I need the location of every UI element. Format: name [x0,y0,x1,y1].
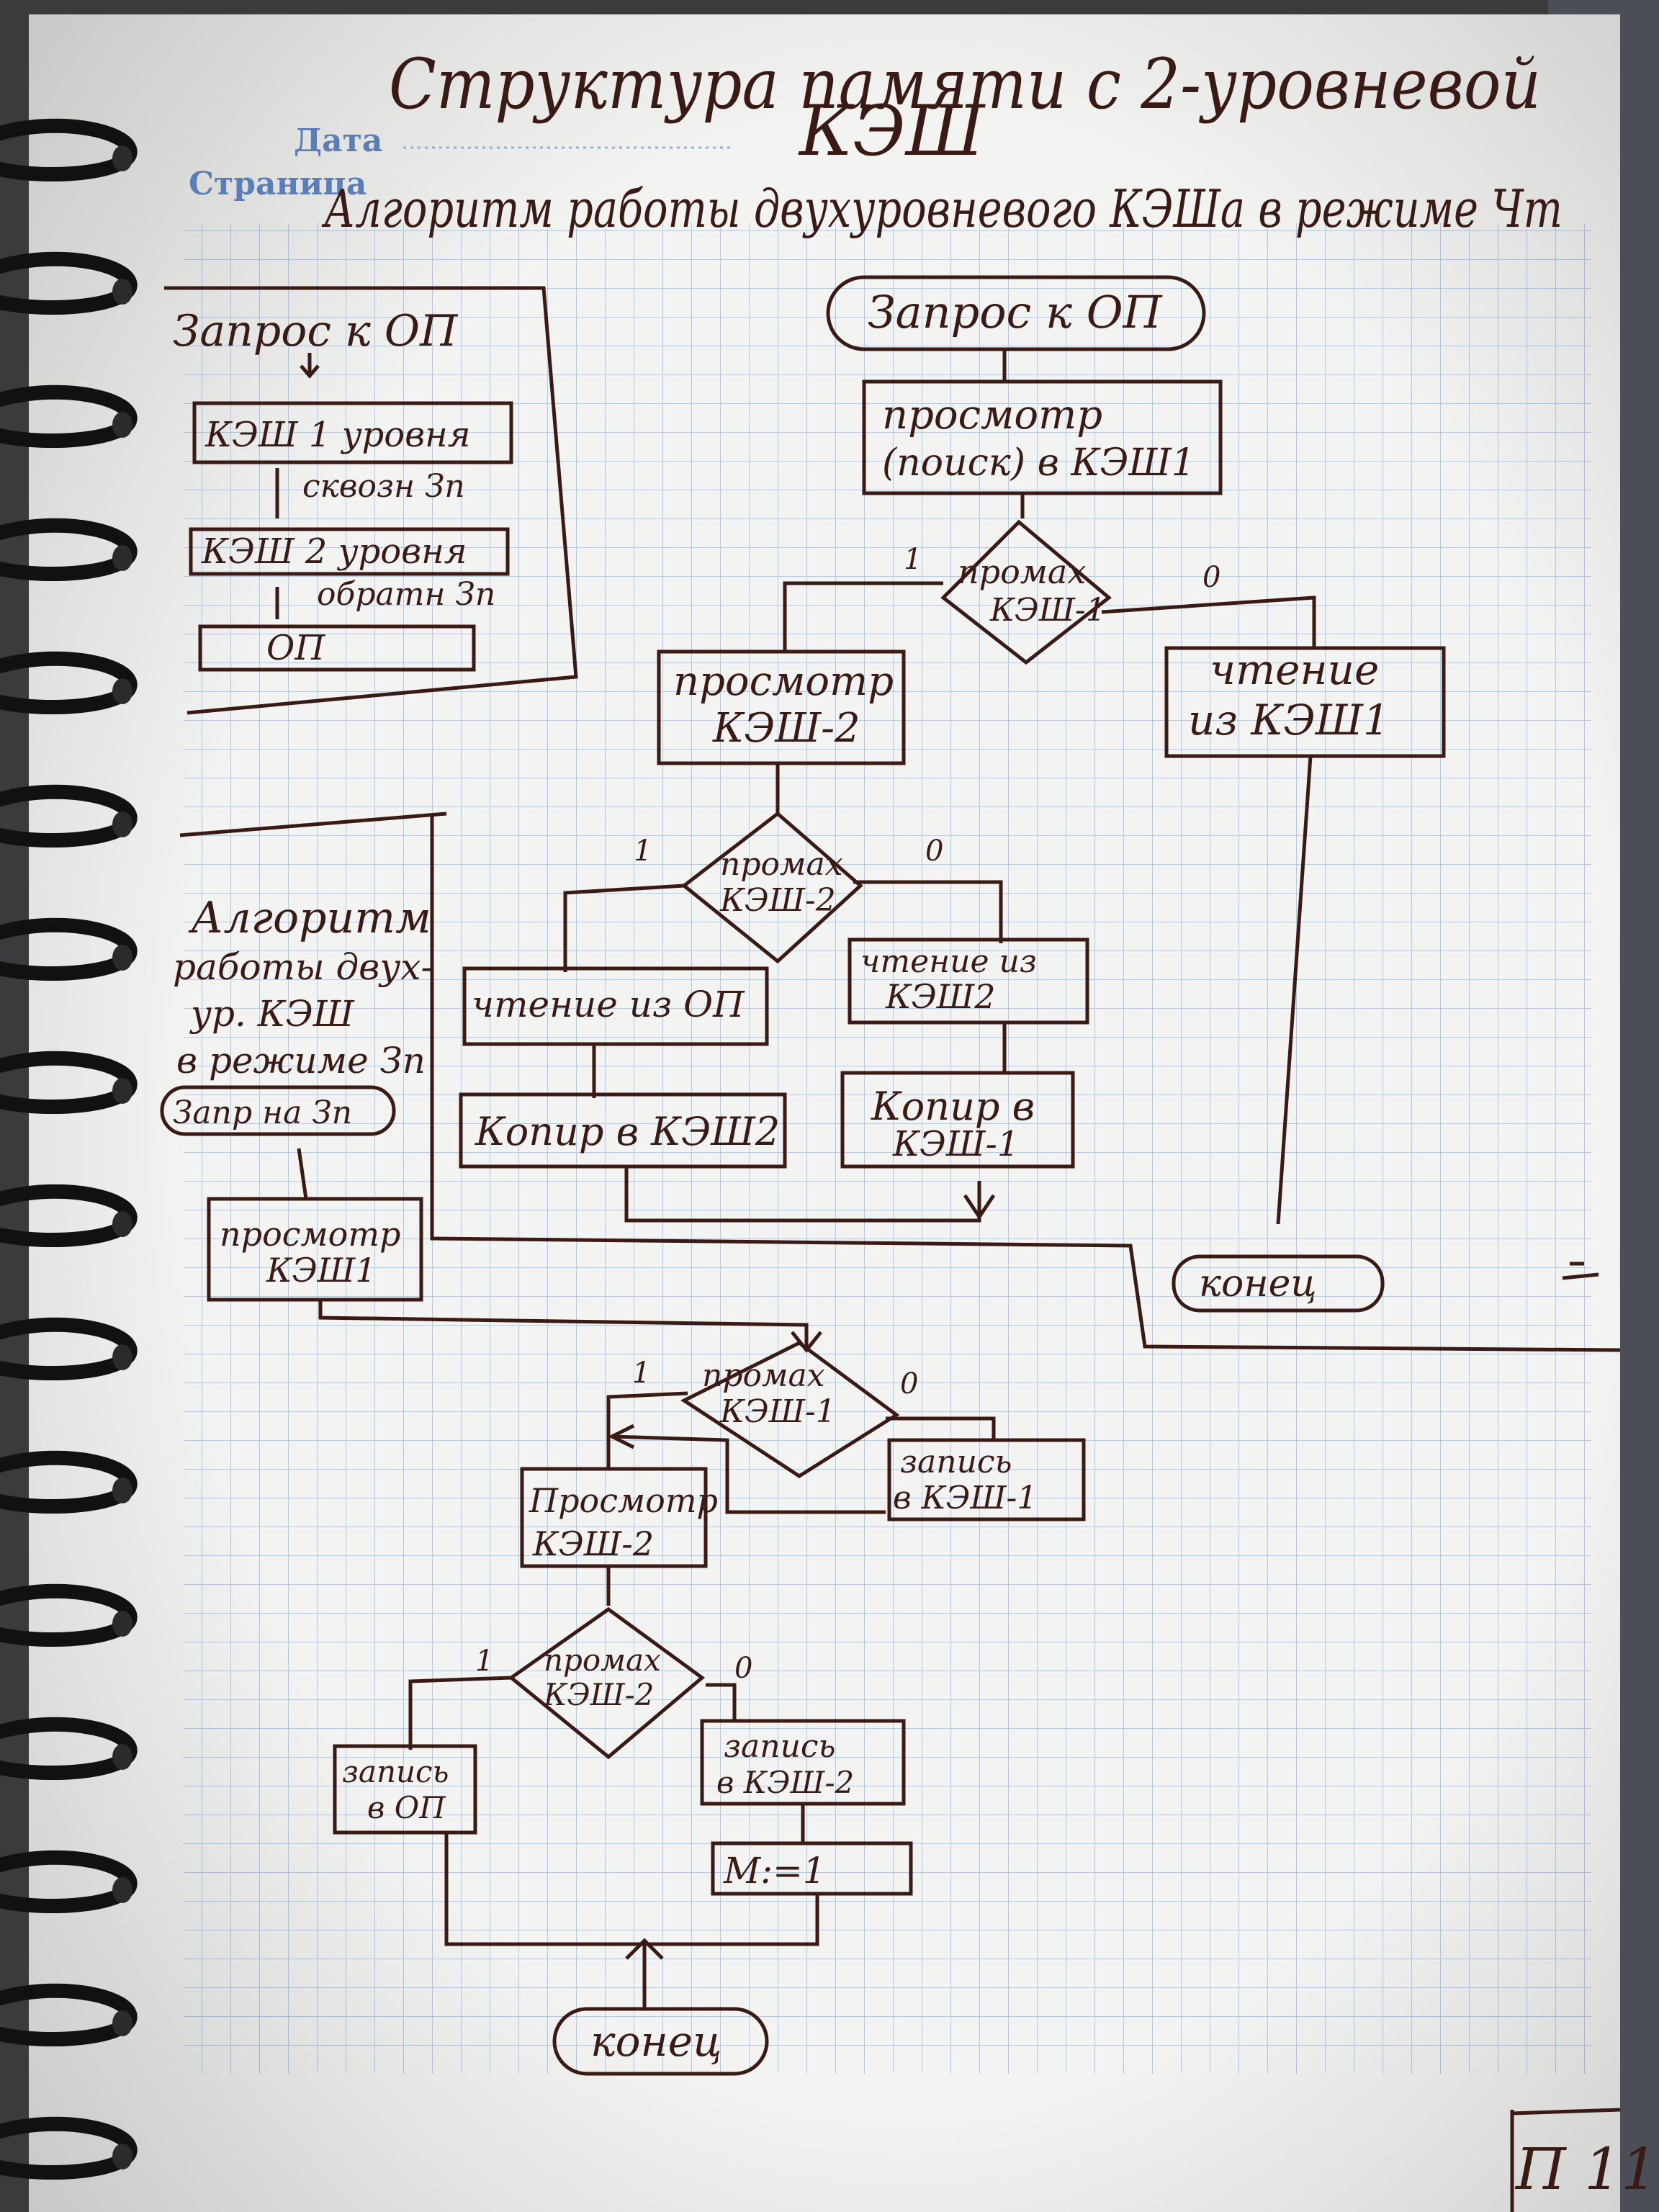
binding-hole [112,412,132,438]
write-label-0b: 0 [734,1652,752,1685]
write-cache1-b: в КЭШ-1 [893,1480,1037,1516]
read-copy1-b: КЭШ-1 [892,1124,1019,1164]
read-copy2: Копир в КЭШ2 [475,1109,780,1154]
memstruct-link1: сквозн Зп [302,468,465,505]
read-view1-a: просмотр [882,392,1102,439]
read-cache1-b: из КЭШ1 [1188,696,1390,745]
write-caption-2: работы двух- [173,946,433,988]
binding-hole [112,2010,132,2036]
read-miss1-b: КЭШ-1 [989,592,1106,629]
binding-hole [112,1211,132,1237]
write-miss2-a: промах [544,1642,661,1678]
write-miss2-b: КЭШ-2 [543,1677,654,1712]
memstruct-request: Запрос к ОП [173,306,459,356]
binding-hole [112,1078,132,1104]
read-view2-a: просмотр [673,658,894,705]
write-ram-b: в ОП [367,1790,446,1825]
binding-hole [112,811,132,837]
write-view1-a: просмотр [220,1215,400,1254]
write-miss1-a: промах [702,1357,825,1394]
read-view1-b: (поиск) в КЭШ1 [882,441,1195,485]
binding-hole [112,145,132,171]
write-cache2-a: запись [724,1728,836,1765]
read-ram: чтение из ОП [472,984,745,1025]
binding-hole [112,1611,132,1637]
binding-hole [112,1877,132,1903]
write-label-1b: 1 [475,1645,493,1678]
memstruct-link2: обратн Зп [317,576,495,613]
read-copy1-a: Копир в [871,1084,1035,1129]
read-cache2-a: чтение из [860,943,1037,980]
page-number: П 11 [1514,2136,1658,2203]
write-view2-a: Просмотр [529,1481,718,1520]
memstruct-level2: КЭШ 2 уровня [201,531,467,572]
write-cache2-b: в КЭШ-2 [716,1765,854,1800]
binding-hole [112,945,132,971]
write-caption-3: ур. КЭШ [189,993,355,1035]
write-assign: M:=1 [723,1850,826,1892]
write-ram-a: запись [342,1754,449,1789]
read-cache1-a: чтение [1210,645,1379,694]
write-start: Запр на Зп [173,1094,352,1131]
read-label-0b: 0 [925,835,943,868]
memstruct-ram: ОП [266,628,325,668]
read-label-1a: 1 [904,543,922,576]
binding-hole [112,545,132,571]
write-view2-b: КЭШ-2 [532,1524,654,1563]
read-label-1b: 1 [634,835,652,868]
read-miss1-a: промах [958,552,1086,591]
date-label: Дата [294,122,382,159]
binding-hole [112,1744,132,1770]
read-miss2-a: промах [720,846,843,883]
subtitle: Алгоритм работы двухуровневого КЭШа в ре… [321,179,1563,239]
read-start: Запрос к ОП [868,286,1164,338]
read-view2-b: КЭШ-2 [712,705,860,752]
write-view1-b: КЭШ1 [266,1251,377,1290]
write-caption-1: Алгоритм [188,893,431,943]
binding-hole [112,279,132,305]
read-cache2-b: КЭШ2 [885,977,996,1016]
write-caption-4: в режиме Зп [176,1040,426,1082]
memstruct-level1: КЭШ 1 уровня [204,415,471,455]
read-end: конец [1199,1262,1317,1305]
binding-hole [112,678,132,704]
read-miss2-b: КЭШ-2 [719,882,836,919]
read-label-0a: 0 [1202,561,1220,594]
write-cache1-a: запись [900,1444,1012,1480]
binding-hole [112,2144,132,2170]
write-end: конец [590,2017,722,2066]
binding-hole [112,1344,132,1370]
write-miss1-b: КЭШ-1 [719,1393,836,1430]
write-label-1a: 1 [632,1357,650,1390]
title-line2: КЭШ [798,91,986,171]
binding-hole [112,1478,132,1503]
write-label-0a: 0 [900,1367,918,1401]
